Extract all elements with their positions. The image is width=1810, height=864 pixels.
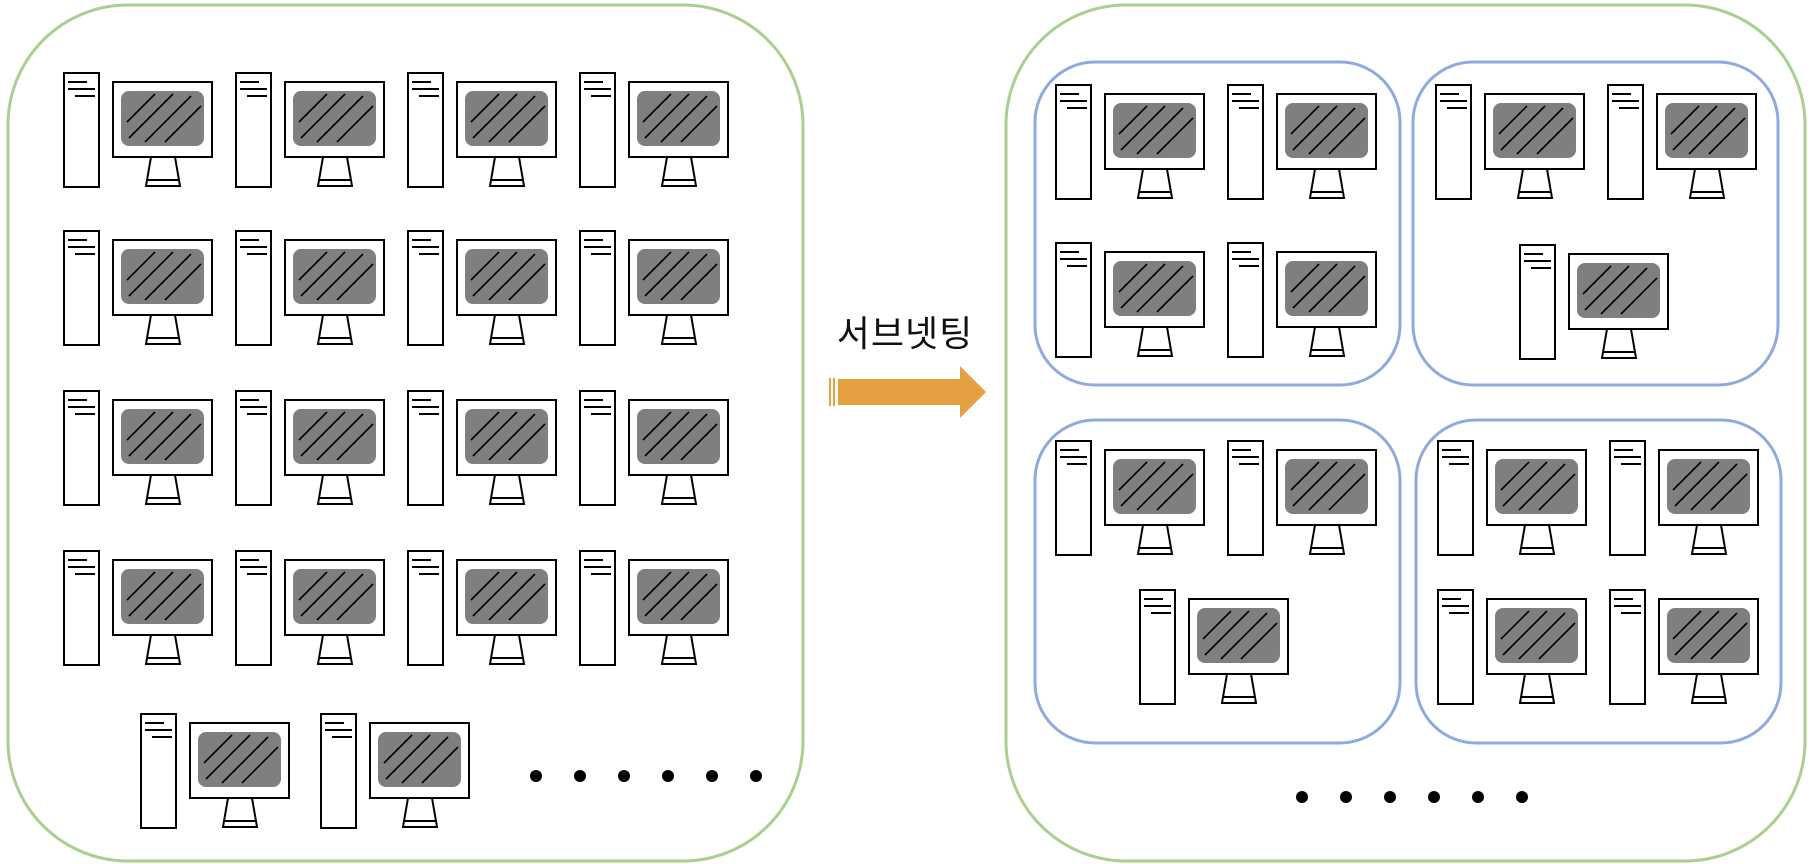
desktop-computer-icon [1227,440,1377,556]
desktop-computer-icon [1227,242,1377,358]
desktop-computer-icon [63,550,213,666]
desktop-computer-icon [407,72,557,188]
subnetting-label: 서브넷팅 [836,314,974,355]
desktop-computer-icon [407,390,557,506]
desktop-computer-icon [1055,84,1205,200]
desktop-computer-icon [1519,244,1669,360]
desktop-computer-icon [235,72,385,188]
desktop-computer-icon [235,390,385,506]
right-ellipsis-icon [1296,791,1528,803]
desktop-computer-icon [579,390,729,506]
desktop-computer-icon [320,713,470,829]
left-network-boundary [6,3,805,863]
right-network-boundary [1004,3,1807,863]
desktop-computer-icon [1607,84,1757,200]
subnetting-arrow-icon [829,366,986,418]
desktop-computer-icon [1609,589,1759,705]
left-network-computers [63,72,729,829]
desktop-computer-icon [407,230,557,346]
desktop-computer-icon [140,713,290,829]
desktop-computer-icon [1435,84,1585,200]
subnet-3-boundary [1033,418,1402,745]
desktop-computer-icon [1437,589,1587,705]
desktop-computer-icon [1227,84,1377,200]
subnet-computers [1055,84,1759,705]
desktop-computer-icon [579,72,729,188]
desktop-computer-icon [63,230,213,346]
left-ellipsis-icon [530,770,762,782]
desktop-computer-icon [579,550,729,666]
desktop-computer-icon [235,550,385,666]
desktop-computer-icon [1139,589,1289,705]
subnet-2-boundary [1411,60,1780,387]
desktop-computer-icon [63,72,213,188]
desktop-computer-icon [1055,242,1205,358]
desktop-computer-icon [579,230,729,346]
desktop-computer-icon [1437,440,1587,556]
desktop-computer-icon [63,390,213,506]
desktop-computer-icon [235,230,385,346]
desktop-computer-icon [1609,440,1759,556]
subnet-1-boundary [1033,60,1402,387]
desktop-computer-icon [1055,440,1205,556]
desktop-computer-icon [407,550,557,666]
subnet-4-boundary [1414,418,1783,745]
